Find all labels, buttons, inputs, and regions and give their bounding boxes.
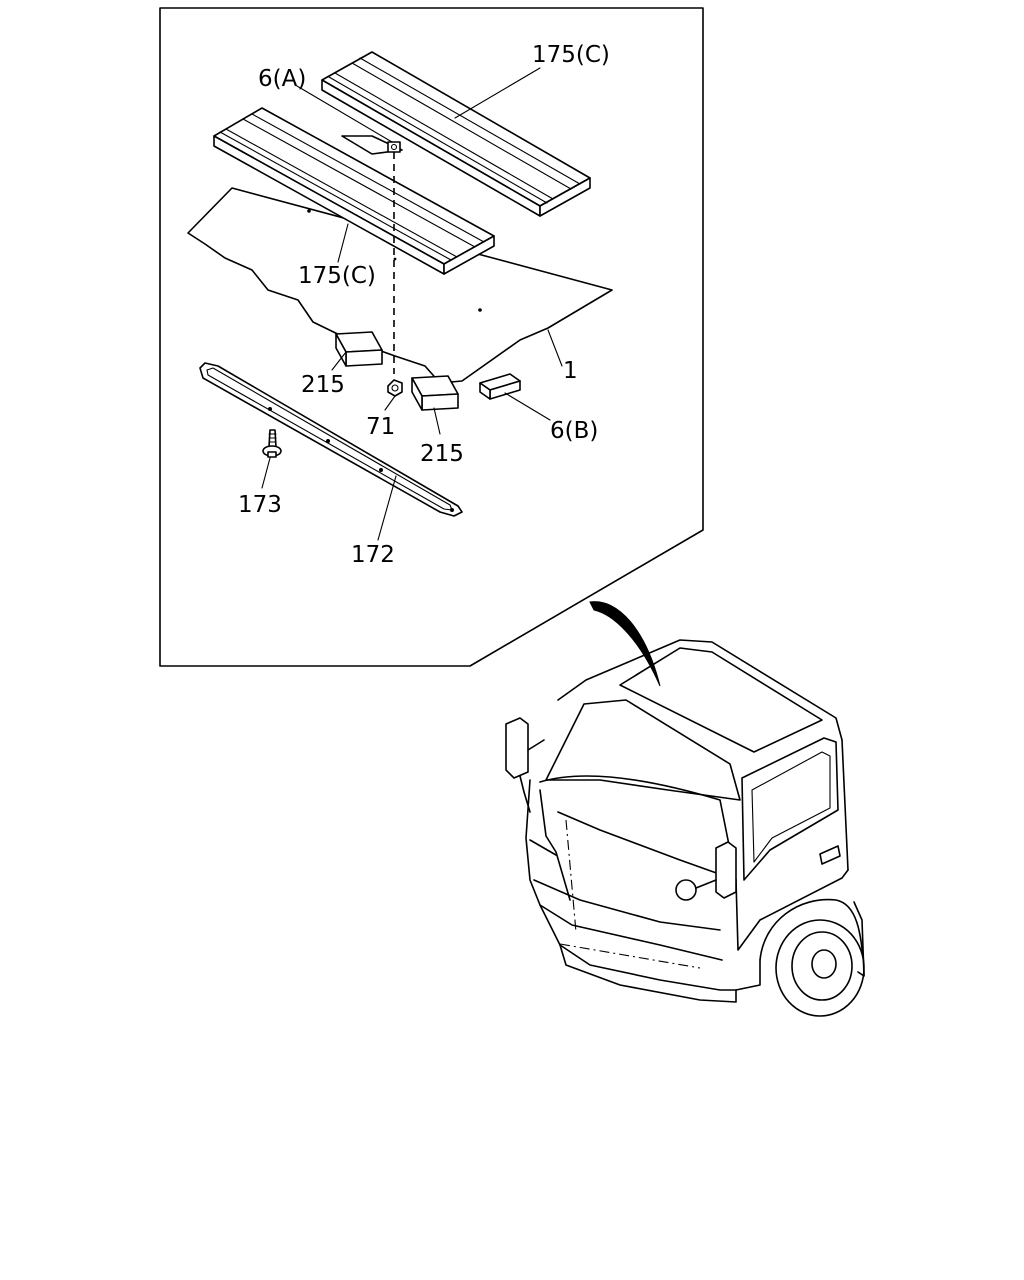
callout-6a: 6(A)	[258, 66, 306, 92]
callout-172: 172	[351, 542, 395, 568]
panel-hole	[307, 209, 311, 213]
leader-line	[547, 329, 563, 367]
detail-frame	[159, 7, 704, 667]
pad-6a	[341, 135, 403, 155]
truck-cab-illustration	[505, 639, 865, 1017]
callout-6b: 6(B)	[550, 418, 598, 444]
leader-line	[454, 67, 541, 119]
leader-line	[331, 351, 347, 371]
leader-line	[261, 457, 271, 489]
trim-strip-172	[199, 362, 463, 517]
pad-215-left	[335, 331, 383, 367]
leader-line	[433, 407, 441, 435]
callout-71: 71	[366, 414, 395, 440]
callout-175c-top: 175(C)	[532, 42, 610, 68]
callout-1: 1	[563, 358, 578, 384]
panel-hole	[478, 308, 482, 312]
screw-173	[262, 429, 282, 458]
leader-line	[504, 392, 551, 421]
leader-line	[377, 475, 397, 541]
callout-215-right: 215	[420, 441, 464, 467]
callout-215-left: 215	[301, 372, 345, 398]
pad-6b	[479, 373, 521, 400]
clip-71	[387, 379, 403, 397]
pad-215-right	[411, 375, 459, 411]
leader-line	[384, 395, 396, 411]
pointer-arrow	[589, 601, 661, 687]
leader-line	[296, 85, 393, 143]
callout-173: 173	[238, 492, 282, 518]
leader-line	[337, 223, 349, 263]
cushion-strip-front	[213, 107, 495, 275]
cushion-strip-rear	[321, 51, 591, 217]
panel-hole	[393, 257, 397, 261]
callout-175c-mid: 175(C)	[298, 263, 376, 289]
